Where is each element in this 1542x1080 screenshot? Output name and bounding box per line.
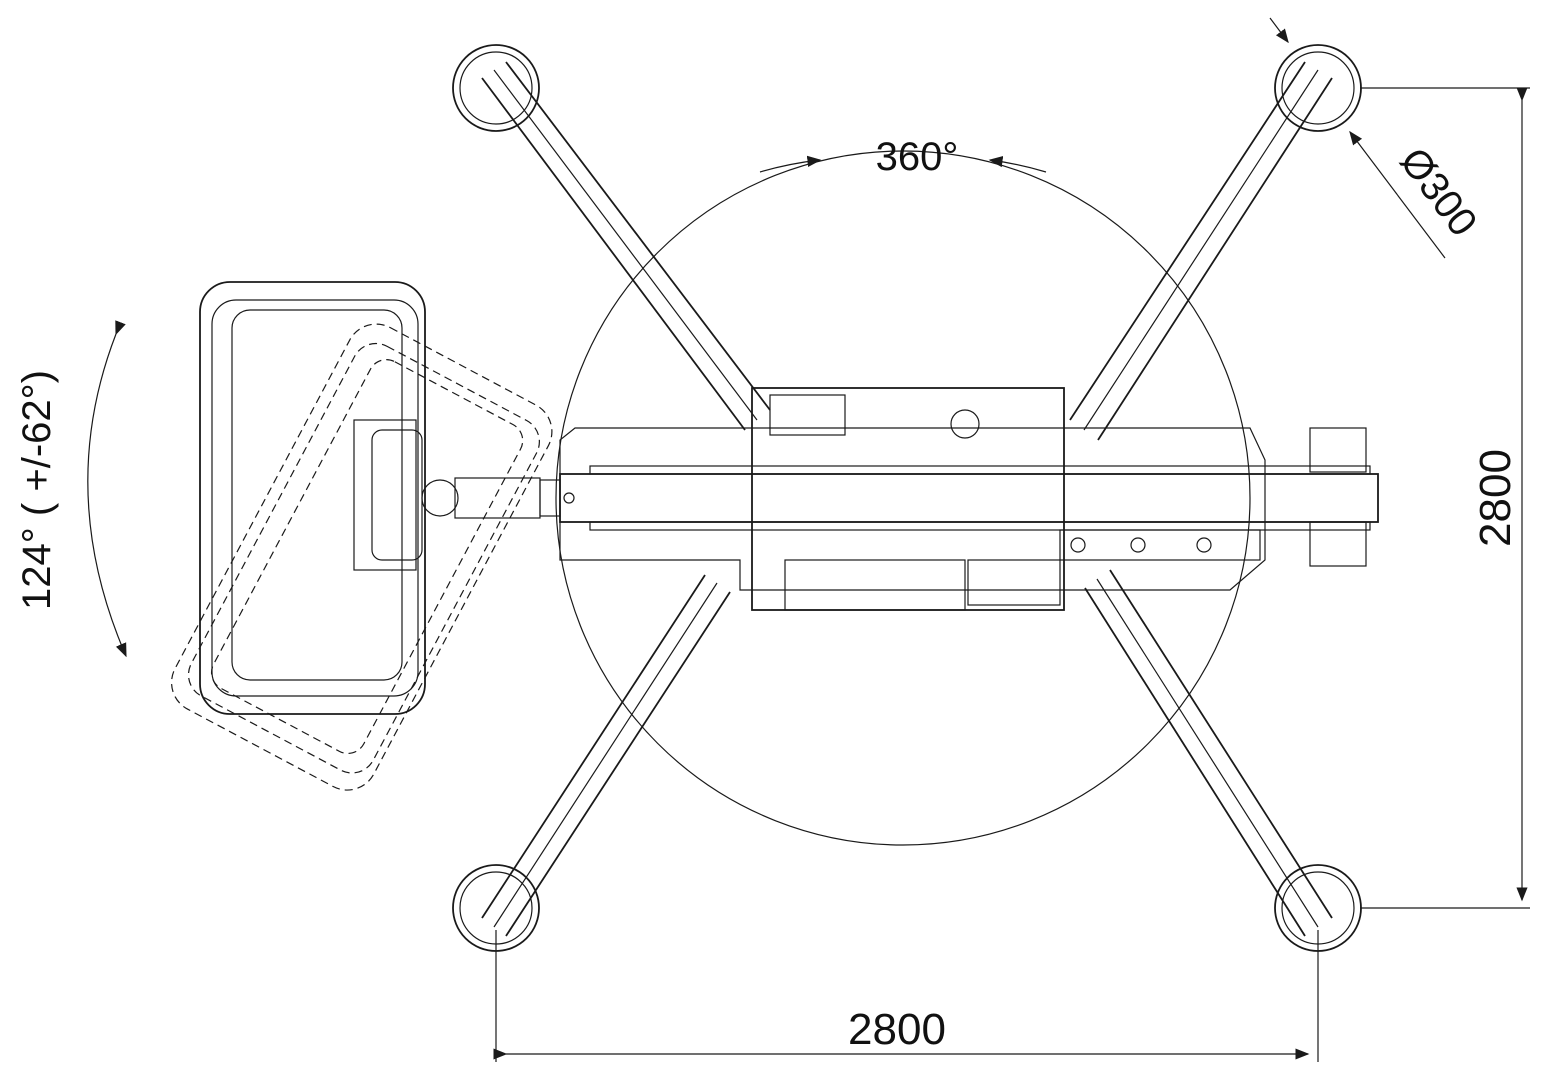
length-label: 2800	[1471, 449, 1520, 547]
basket-swing-arc	[87, 320, 127, 658]
boom	[421, 427, 1379, 567]
basket	[199, 281, 426, 715]
basket-swing-label: 124° ( +/-62°)	[15, 370, 59, 610]
length-dimension	[1360, 87, 1530, 909]
outrigger-bottom-right	[1084, 569, 1362, 952]
rotation-label: 360°	[876, 135, 959, 179]
rotation-indicator	[759, 155, 1047, 173]
width-dimension	[493, 930, 1319, 1062]
pad-diameter-label: Ø300	[1391, 140, 1485, 245]
outrigger-top-right	[1069, 44, 1362, 441]
slewing-circle	[555, 150, 1251, 846]
chassis	[559, 387, 1266, 611]
outrigger-pad-top-left	[452, 44, 540, 132]
width-label: 2800	[848, 1005, 946, 1054]
outrigger-bottom-left	[452, 574, 731, 952]
outrigger-top-left	[452, 44, 771, 431]
basket-rotated-outline	[170, 323, 553, 791]
pad-diameter-leader	[1269, 17, 1446, 259]
